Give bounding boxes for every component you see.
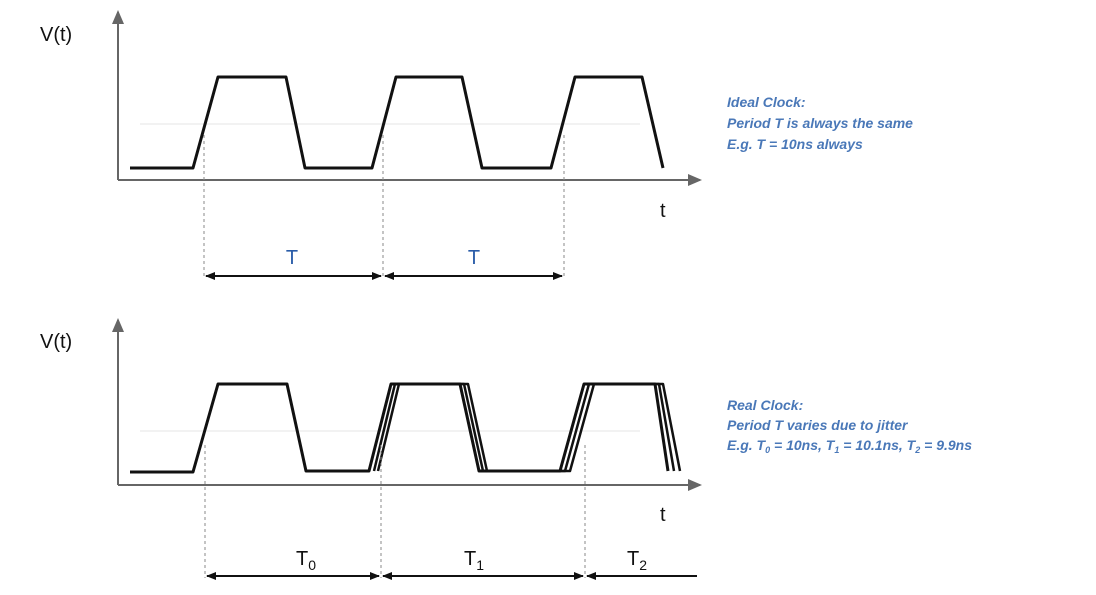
ideal-x-axis-label: t — [660, 200, 666, 222]
real-x-axis-label: t — [660, 504, 666, 526]
real-clock-panel: V(t) t T0 T1 T2 Real Clock: Period T var… — [40, 318, 972, 580]
real-clock-waveform-trace-2 — [372, 382, 676, 473]
ideal-clock-note: Ideal Clock: Period T is always the same… — [727, 94, 913, 152]
ideal-clock-panel: V(t) t T T Ideal Clock: Period T is alwa… — [40, 10, 913, 280]
ideal-note-line-2: Period T is always the same — [727, 115, 913, 131]
real-period-label-1: T0 — [296, 548, 316, 573]
real-clock-waveform-trace-3 — [376, 382, 682, 473]
ideal-clock-waveform — [130, 75, 665, 170]
ideal-y-axis-label: V(t) — [40, 24, 72, 46]
ideal-period-label-1: T — [286, 247, 298, 269]
real-clock-note: Real Clock: Period T varies due to jitte… — [727, 397, 972, 455]
real-note-line-3: E.g. T0 = 10ns, T1 = 10.1ns, T2 = 9.9ns — [727, 437, 972, 455]
ideal-note-title: Ideal Clock: — [727, 94, 806, 110]
real-clock-waveform-trace-1 — [130, 382, 670, 474]
real-note-title: Real Clock: — [727, 397, 803, 413]
ideal-period-label-2: T — [468, 247, 480, 269]
ideal-note-line-3: E.g. T = 10ns always — [727, 136, 863, 152]
real-y-axis-label: V(t) — [40, 331, 72, 353]
real-period-label-2: T1 — [464, 548, 484, 573]
real-note-line-2: Period T varies due to jitter — [727, 417, 909, 433]
real-period-label-3: T2 — [627, 548, 647, 573]
